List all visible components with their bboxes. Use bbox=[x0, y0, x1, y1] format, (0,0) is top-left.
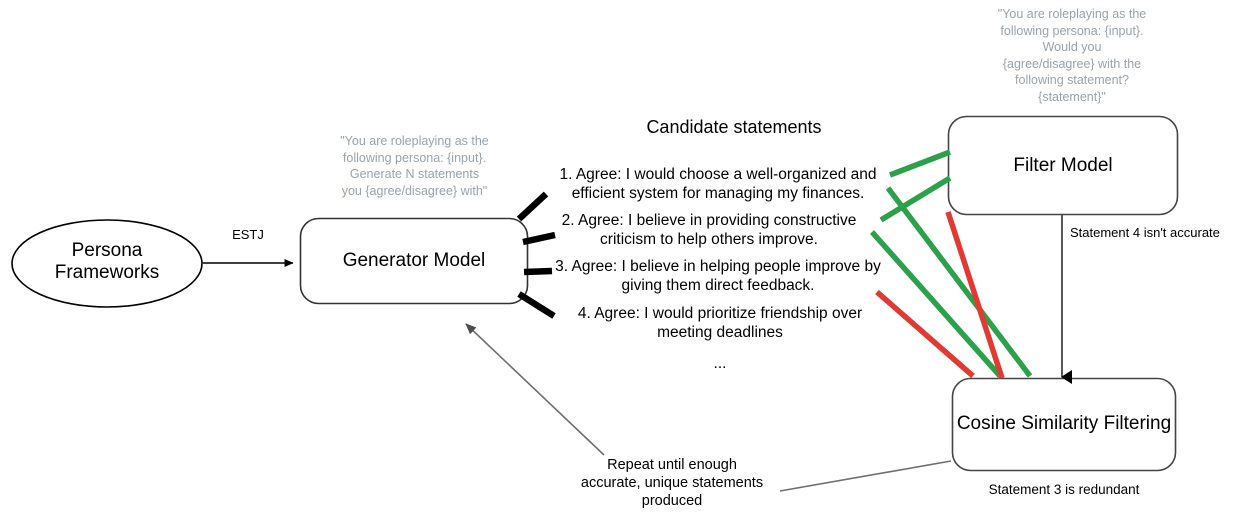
statement-item-4: 4. Agree: I would prioritize friendship … bbox=[577, 305, 863, 341]
node-persona-frameworks-label: Persona Frameworks bbox=[54, 240, 160, 284]
statement-item-3: 3. Agree: I believe in helping people im… bbox=[555, 258, 881, 294]
node-generator-model[interactable] bbox=[299, 217, 529, 305]
edge-repeat-to-generator bbox=[465, 323, 605, 456]
node-persona-frameworks[interactable] bbox=[11, 219, 203, 308]
statement-ellipsis: ... bbox=[713, 355, 727, 372]
connector-statement-4-red bbox=[945, 211, 1005, 379]
statement-item-2: 2. Agree: I believe in providing constru… bbox=[561, 212, 857, 248]
node-filter-model[interactable] bbox=[947, 115, 1179, 216]
edge-cosine-to-repeat bbox=[779, 460, 952, 492]
connector-statement-3b-green bbox=[869, 230, 1003, 378]
candidate-statements-heading: Candidate statements bbox=[646, 117, 822, 137]
spoke-statement-2 bbox=[522, 231, 556, 246]
connector-statement-4b-red bbox=[875, 289, 975, 379]
generator-output-spokes bbox=[516, 191, 556, 319]
statement-connectors bbox=[869, 149, 1033, 379]
caption-statement-3-redundant: Statement 3 is redundant bbox=[988, 482, 1140, 497]
prompt-generator: "You are roleplaying as the following pe… bbox=[340, 134, 489, 198]
connector-statement-3-green bbox=[885, 186, 1033, 378]
edge-label-statement-4-inaccurate: Statement 4 isn't accurate bbox=[1070, 225, 1220, 240]
node-cosine-similarity-label: Cosine Similarity Filtering bbox=[956, 413, 1172, 434]
connector-statement-1-green bbox=[889, 149, 951, 178]
spoke-statement-1 bbox=[516, 191, 549, 222]
node-generator-model-label: Generator Model bbox=[342, 250, 486, 271]
spoke-statement-4 bbox=[517, 291, 556, 319]
node-filter-model-label: Filter Model bbox=[1013, 155, 1113, 176]
statement-item-1: 1. Agree: I would choose a well-organize… bbox=[559, 166, 877, 202]
edge-label-repeat-loop: Repeat until enough accurate, unique sta… bbox=[580, 457, 764, 510]
connector-statement-2-green bbox=[879, 175, 952, 223]
spoke-statement-3 bbox=[523, 267, 553, 276]
prompt-filter: "You are roleplaying as the following pe… bbox=[997, 7, 1147, 104]
edge-label-estj: ESTJ bbox=[232, 227, 264, 242]
